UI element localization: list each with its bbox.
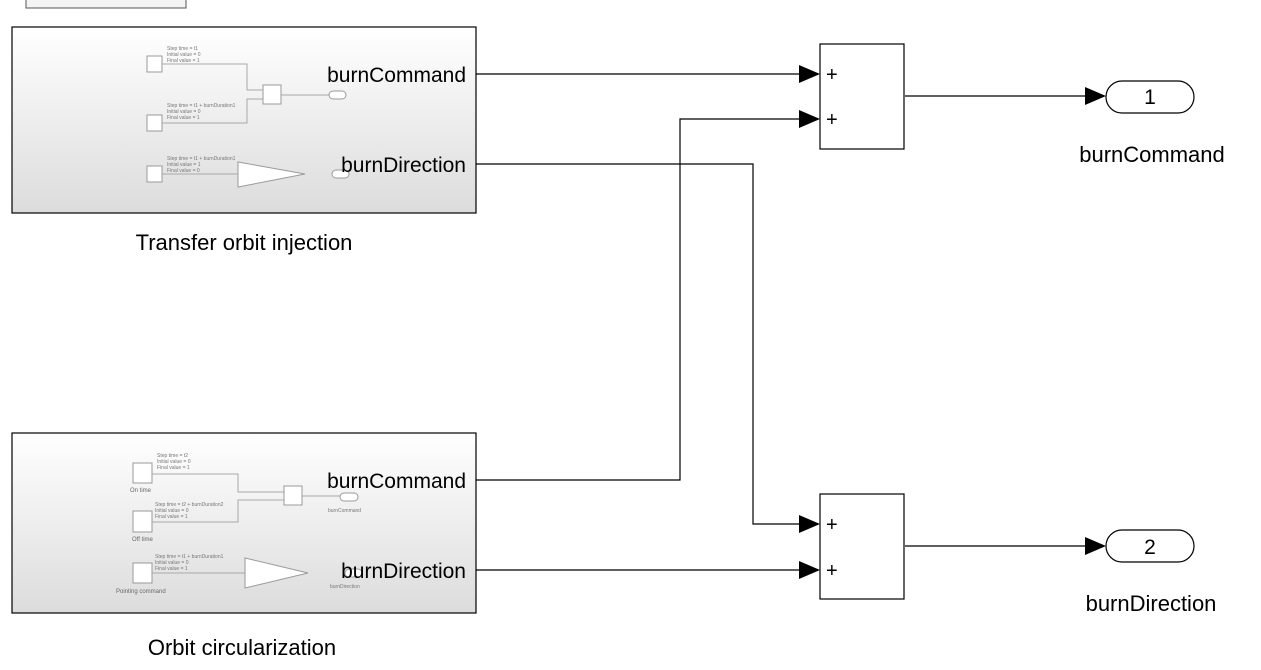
svg-text:Initial value = 0: Initial value = 0 — [155, 560, 189, 566]
sum-sign: + — [826, 560, 838, 582]
sum-block-1[interactable]: + + — [819, 43, 905, 150]
sum-sign: + — [826, 514, 838, 536]
svg-text:Off time: Off time — [132, 537, 154, 543]
svg-text:On time: On time — [130, 488, 152, 494]
svg-text:Step time = t1 + burnDuration1: Step time = t1 + burnDuration1 — [167, 103, 236, 109]
port-label-burndirection: burnDirection — [341, 560, 466, 583]
svg-text:Initial value = 1: Initial value = 1 — [167, 162, 201, 168]
svg-text:burnDirection: burnDirection — [330, 584, 360, 590]
port-label-burncommand: burnCommand — [327, 470, 466, 493]
subsystem-orbit-circularization[interactable]: Step time = t2 Initial value = 0 Final v… — [11, 432, 477, 614]
outport-number: 2 — [1144, 536, 1156, 559]
subsystem-name-orbit-circularization: Orbit circularization — [148, 635, 336, 660]
signal-line — [476, 118, 801, 481]
subsystem-transfer-orbit-injection[interactable]: Step time = t1 Initial value = 0 Final v… — [11, 26, 477, 214]
sum-sign: + — [826, 64, 838, 86]
outport-name-burndirection: burnDirection — [1086, 591, 1217, 616]
svg-text:Final value = 1: Final value = 1 — [155, 566, 188, 572]
subsystem-thumbnail: Step time = t2 Initial value = 0 Final v… — [116, 453, 363, 595]
sum-block-2[interactable]: + + — [819, 493, 905, 600]
svg-text:Initial value = 0: Initial value = 0 — [157, 459, 191, 465]
outport-name-burncommand: burnCommand — [1079, 142, 1225, 167]
svg-text:Step time = t1 + burnDuration1: Step time = t1 + burnDuration1 — [167, 156, 236, 162]
signal-line — [476, 163, 801, 525]
svg-text:Step time = t1 + burnDuration1: Step time = t1 + burnDuration1 — [155, 554, 224, 560]
outport-2[interactable]: 2 — [1105, 529, 1195, 563]
canvas-corner-frame — [25, 0, 187, 9]
svg-text:Initial value = 0: Initial value = 0 — [167, 52, 201, 58]
arrowheads — [799, 65, 1106, 579]
svg-text:Final value = 0: Final value = 0 — [167, 168, 200, 174]
svg-text:burnCommand: burnCommand — [328, 508, 361, 514]
outport-1[interactable]: 1 — [1105, 80, 1195, 114]
svg-text:Final value = 1: Final value = 1 — [167, 115, 200, 121]
svg-text:Final value = 1: Final value = 1 — [155, 514, 188, 520]
svg-text:Initial value = 0: Initial value = 0 — [167, 109, 201, 115]
subsystem-thumbnail: Step time = t1 Initial value = 0 Final v… — [146, 46, 350, 188]
svg-text:Initial value = 0: Initial value = 0 — [155, 508, 189, 514]
signal-lines[interactable] — [476, 73, 1087, 571]
svg-text:Final value = 1: Final value = 1 — [167, 58, 200, 64]
port-label-burndirection: burnDirection — [341, 154, 466, 177]
sum-sign: + — [826, 109, 838, 131]
svg-text:Step time = t2 + burnDuration2: Step time = t2 + burnDuration2 — [155, 502, 224, 508]
svg-text:Step time = t1: Step time = t1 — [167, 46, 198, 52]
port-label-burncommand: burnCommand — [327, 64, 466, 87]
svg-text:Pointing command: Pointing command — [116, 589, 166, 595]
outport-number: 1 — [1144, 86, 1156, 109]
subsystem-name-transfer-orbit-injection: Transfer orbit injection — [136, 230, 353, 255]
svg-text:Final value = 1: Final value = 1 — [157, 465, 190, 471]
svg-text:Step time = t2: Step time = t2 — [157, 453, 188, 459]
